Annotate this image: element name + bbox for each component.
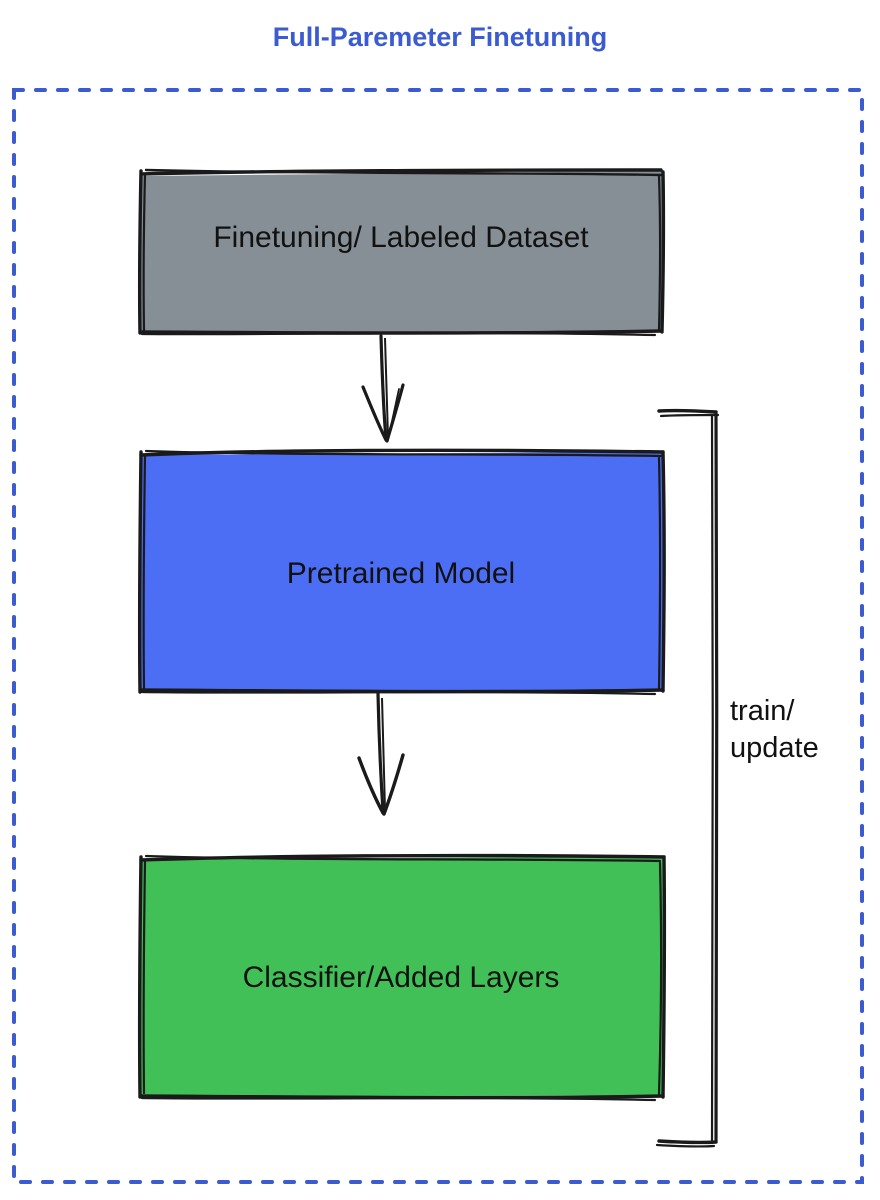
node-classifier-outline-g <box>137 855 143 1099</box>
edge-feedback-bottom-stub-a <box>657 1139 718 1145</box>
node-classifier-outline-f <box>140 1096 657 1102</box>
node-dataset-outline-f <box>140 332 657 337</box>
node-dataset-outline-h <box>142 172 147 332</box>
node-pretrained-outline-d <box>657 456 662 691</box>
node-pretrained[interactable] <box>137 448 666 696</box>
node-dataset-outline-g <box>137 169 143 335</box>
edge-feedback-top-stub-a <box>657 408 718 414</box>
edge-dataset-to-pretrained <box>361 334 405 443</box>
node-classifier-outline-d <box>657 861 663 1096</box>
page-title: Full-Paremeter Finetuning <box>272 22 608 52</box>
edge-dataset-to-pretrained-shaft-b <box>384 337 389 438</box>
edge-feedback-vertical-a <box>714 410 719 1144</box>
node-classifier-outline-b <box>144 854 662 863</box>
node-dataset-outline-c <box>660 170 666 334</box>
edge-feedback-vertical-b <box>710 414 714 1142</box>
node-dataset-outline-a <box>140 168 663 176</box>
node-dataset-outline-b <box>144 168 665 177</box>
dashed-outer-frame <box>12 88 864 1184</box>
node-pretrained-outline-c <box>661 450 666 693</box>
edge-feedback-label: train/ update <box>730 695 819 764</box>
node-pretrained-outline-h <box>142 454 147 690</box>
edge-pretrained-to-classifier-head-left <box>357 756 385 815</box>
node-classifier-outline-h <box>142 859 147 1095</box>
edge-feedback-bottom-stub-b <box>655 1143 716 1148</box>
node-dataset-outline-d <box>657 174 662 332</box>
node-classifier-outline-c <box>661 855 667 1099</box>
node-classifier[interactable] <box>137 853 667 1102</box>
edge-pretrained-to-classifier-head-right <box>382 753 405 816</box>
edge-dataset-to-pretrained-head-right2 <box>387 388 400 441</box>
edge-dataset-to-pretrained-shaft-a <box>379 334 388 441</box>
node-classifier-fill <box>140 856 664 1097</box>
node-pretrained-fill <box>140 452 664 692</box>
edge-pretrained-to-classifier <box>357 692 405 816</box>
node-pretrained-outline-f <box>140 690 657 696</box>
edge-pretrained-to-classifier-shaft-b <box>381 697 386 811</box>
node-pretrained-outline-g <box>137 450 143 694</box>
node-dataset[interactable] <box>137 168 666 337</box>
edge-pretrained-to-classifier-shaft-a <box>376 692 385 814</box>
node-dataset-fill <box>140 171 663 333</box>
edge-dataset-to-pretrained-head-left <box>361 385 388 442</box>
edge-feedback-loop <box>655 408 720 1148</box>
node-classifier-outline-a <box>139 853 666 862</box>
edge-feedback-top-stub-b <box>659 413 720 418</box>
node-pretrained-outline-b <box>144 449 663 458</box>
